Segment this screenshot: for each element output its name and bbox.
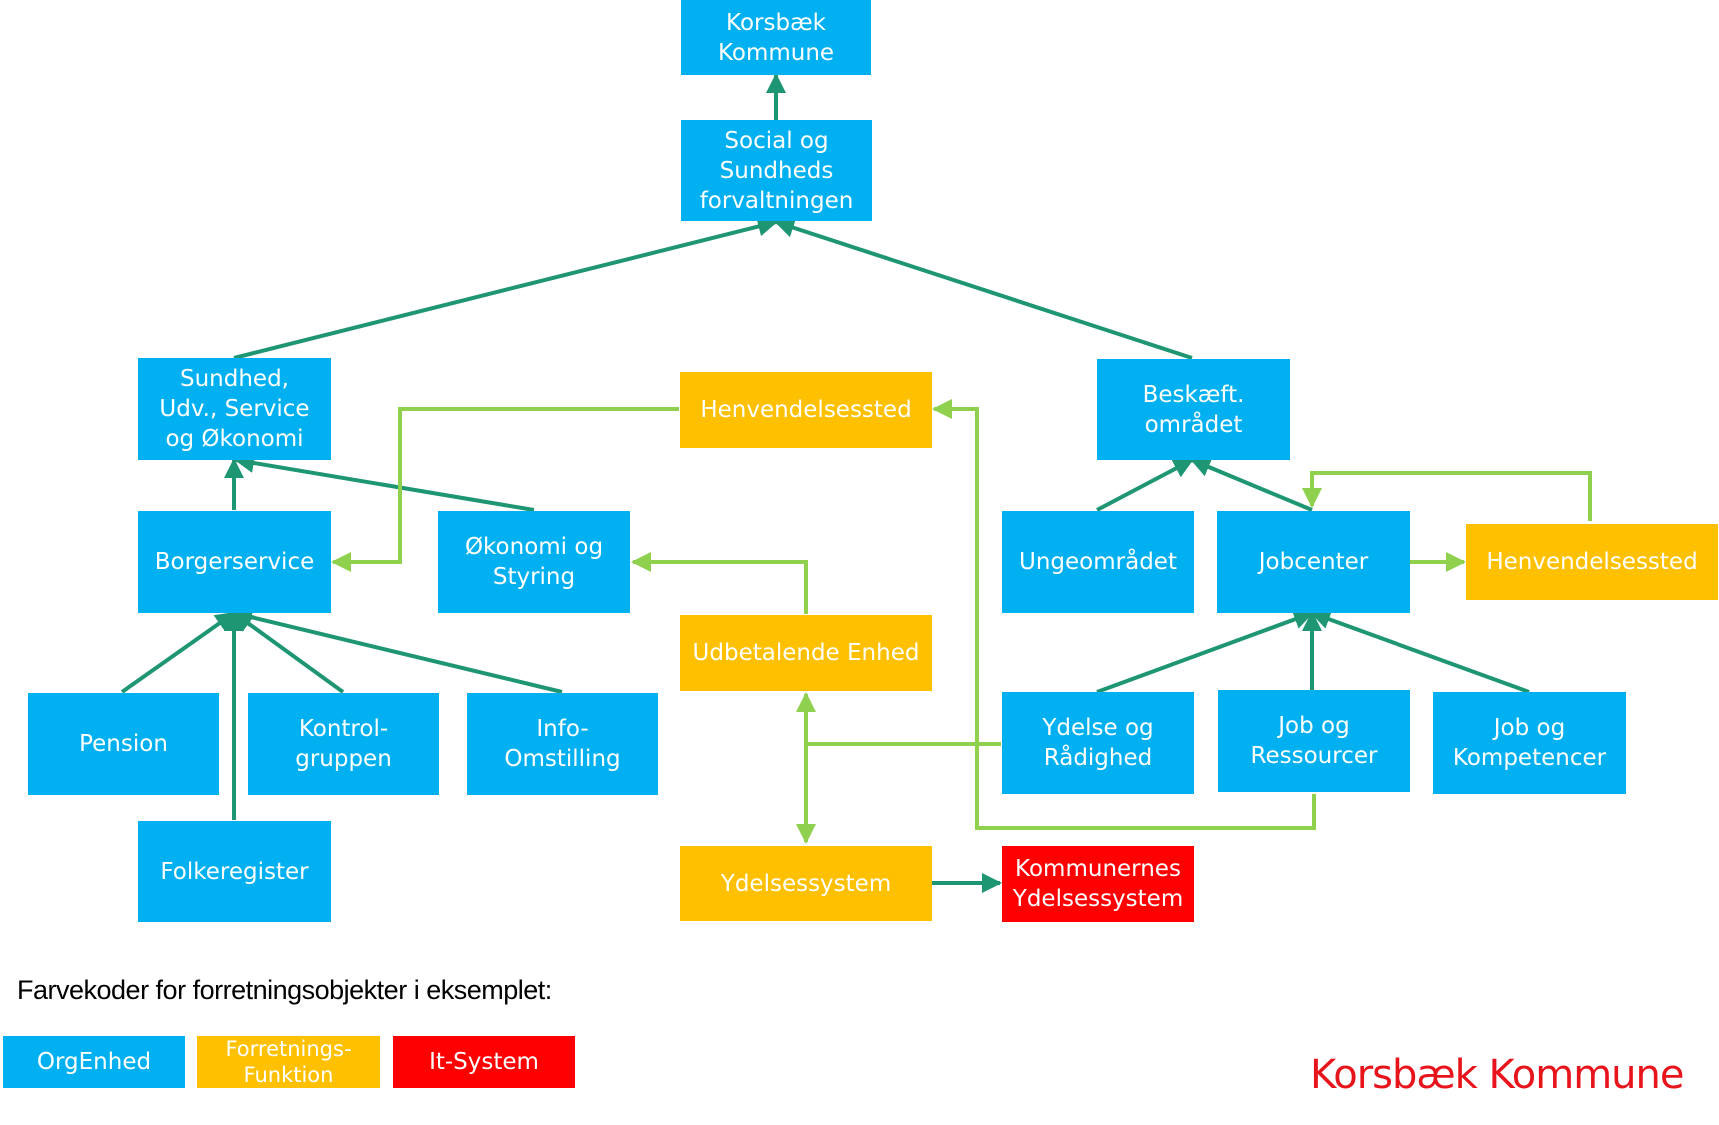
node-sundhed-udv-service: Sundhed, Udv., Service og Økonomi (138, 358, 331, 460)
legend-title: Farvekoder for forretningsobjekter i eks… (17, 975, 552, 1005)
node-ungeomraadet: Ungeområdet (1002, 511, 1194, 613)
node-korsbaek-kommune: Korsbæk Kommune (681, 0, 871, 75)
legend-it-system: It-System (393, 1036, 575, 1088)
link-pension-to-borgerservice (120, 611, 236, 694)
legend-orgenhed: OrgEnhed (3, 1036, 185, 1088)
node-borgerservice: Borgerservice (138, 511, 331, 613)
legend-forretningsfunktion: Forretnings- Funktion (197, 1036, 380, 1088)
link-ydelse-to-jobcenter (1096, 609, 1314, 694)
link-henv-mid-to-borgerservice (331, 407, 679, 572)
node-ydelse-raadighed: Ydelse og Rådighed (1002, 692, 1194, 794)
node-ydelsessystem: Ydelsessystem (680, 846, 932, 921)
link-info-to-borgerservice (232, 607, 563, 694)
brand-wordmark: Korsbæk Kommune (1310, 1052, 1684, 1098)
link-udbetalende-to-okonomi (631, 552, 808, 614)
link-unge-to-beskaeft (1096, 458, 1194, 512)
node-jobcenter: Jobcenter (1217, 511, 1410, 613)
node-kontrol-gruppen: Kontrol- gruppen (248, 693, 439, 795)
node-henvendelsessted-mid: Henvendelsessted (680, 372, 932, 448)
node-beskaeft-omraadet: Beskæft. området (1097, 359, 1290, 460)
node-job-kompetencer: Job og Kompetencer (1433, 692, 1626, 794)
node-info-omstilling: Info- Omstilling (467, 693, 658, 795)
node-udbetalende-enhed: Udbetalende Enhed (680, 615, 932, 691)
link-beskaeft-to-social (774, 218, 1193, 360)
node-pension: Pension (28, 693, 219, 795)
node-okonomi-styring: Økonomi og Styring (438, 511, 630, 613)
link-jobcenter-to-beskaeft (1190, 457, 1313, 512)
link-jobres-to-henv-mid (932, 399, 1316, 830)
link-henv-right-to-jobcenter (1302, 471, 1592, 521)
node-folkeregister: Folkeregister (138, 821, 331, 922)
node-henvendelsessted-right: Henvendelsessted (1466, 524, 1718, 600)
node-job-ressourcer: Job og Ressourcer (1218, 690, 1410, 792)
link-sundhed-to-social (233, 216, 778, 360)
link-okonomi-to-sundhed (234, 453, 535, 512)
link-jobkomp-to-jobcenter (1310, 609, 1530, 694)
node-social-sundhed-forvaltningen: Social og Sundheds forvaltningen (681, 120, 872, 221)
node-kommunernes-ydelsessystem: Kommunernes Ydelsessystem (1002, 846, 1194, 922)
